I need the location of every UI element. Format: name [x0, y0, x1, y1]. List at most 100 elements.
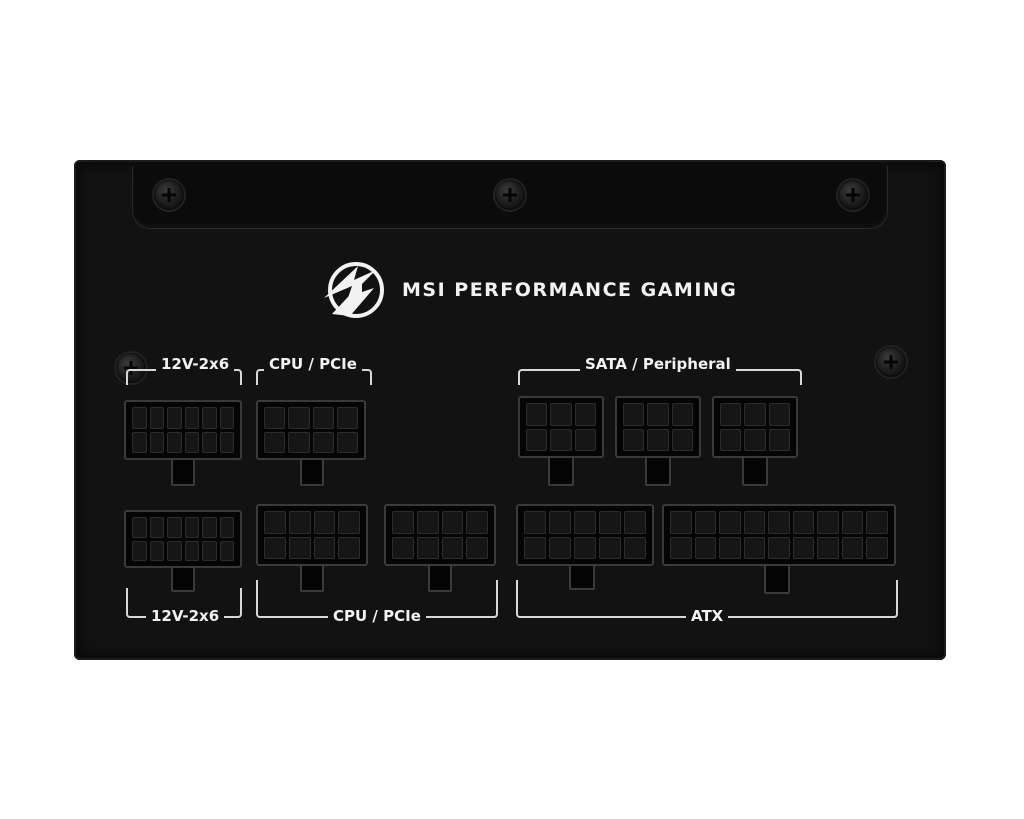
latch	[764, 564, 790, 594]
connector-pin	[288, 431, 310, 453]
connector-pin	[466, 511, 488, 534]
connector-pin	[338, 536, 360, 559]
connector-pin	[817, 536, 839, 559]
connector-pin	[744, 403, 766, 426]
connector-pin	[313, 536, 336, 559]
connector-pin	[132, 407, 147, 429]
connector-pin	[817, 511, 839, 534]
connector-pin	[526, 403, 548, 426]
connector-pin	[694, 536, 717, 559]
connector-pin	[866, 536, 888, 559]
connector-pin	[219, 407, 234, 429]
connector-pin	[288, 511, 311, 534]
latch	[300, 458, 324, 486]
label-sata-peripheral: SATA / Peripheral	[580, 355, 736, 373]
connector-pin	[743, 536, 766, 559]
connector-pin	[264, 407, 286, 429]
connector-pin	[719, 536, 741, 559]
connector-sata-1	[518, 396, 604, 458]
connector-pin	[336, 407, 358, 429]
connector-pin	[550, 403, 572, 426]
connector-pin	[841, 536, 864, 559]
connector-pin	[574, 403, 596, 426]
label-atx: ATX	[686, 607, 729, 625]
connector-pin	[841, 511, 864, 534]
connector-pin	[866, 511, 888, 534]
latch	[742, 456, 768, 486]
connector-pin	[792, 536, 815, 559]
connector-cpu-pcie-top	[256, 400, 366, 460]
connector-pin	[132, 431, 147, 453]
connector-pin	[768, 536, 790, 559]
connector-pin	[264, 536, 286, 559]
connector-pin	[647, 428, 669, 451]
connector-pin	[392, 536, 414, 559]
latch	[428, 564, 452, 592]
label-cpu-pcie-top: CPU / PCIe	[264, 355, 362, 373]
screw-icon	[116, 353, 146, 383]
connector-pin	[670, 536, 692, 559]
brand-logo: MSI PERFORMANCE GAMING	[318, 260, 737, 320]
connector-pin	[720, 403, 742, 426]
connector-pin	[202, 540, 217, 561]
connector-pin	[288, 536, 311, 559]
connector-pin	[167, 431, 182, 453]
connector-pin	[184, 540, 199, 561]
connector-pin	[441, 511, 464, 534]
latch	[171, 566, 195, 592]
latch	[569, 564, 595, 590]
connector-pin	[524, 511, 546, 534]
connector-pin	[416, 536, 439, 559]
connector-pin	[288, 407, 310, 429]
connector-cpu-pcie-bottom-2	[384, 504, 496, 566]
connector-pin	[574, 536, 596, 559]
connector-pin	[647, 403, 669, 426]
connector-pin	[719, 511, 741, 534]
brand-name: MSI PERFORMANCE GAMING	[402, 279, 738, 301]
label-12v-2x6-bottom: 12V-2x6	[146, 607, 225, 625]
connector-pin	[184, 431, 199, 453]
connector-12v-2x6-bottom	[124, 510, 242, 568]
connector-pin	[744, 428, 766, 451]
connector-pin	[524, 536, 546, 559]
connector-pin	[167, 407, 182, 429]
connector-pin	[264, 431, 286, 453]
connector-pin	[624, 536, 646, 559]
label-cpu-pcie-bottom: CPU / PCIe	[328, 607, 426, 625]
connector-pin	[313, 511, 336, 534]
connector-pin	[149, 431, 164, 453]
screw-icon	[876, 347, 906, 377]
connector-pin	[768, 403, 790, 426]
msi-dragon-emblem-icon	[324, 262, 384, 318]
connector-pin	[312, 407, 334, 429]
connector-pin	[219, 431, 234, 453]
connector-pin	[312, 431, 334, 453]
connector-pin	[623, 403, 645, 426]
connector-pin	[392, 511, 414, 534]
connector-pin	[720, 428, 742, 451]
connector-pin	[184, 407, 199, 429]
connector-cpu-pcie-bottom-1	[256, 504, 368, 566]
connector-pin	[550, 428, 572, 451]
connector-pin	[132, 517, 147, 538]
connector-pin	[202, 431, 217, 453]
connector-pin	[670, 511, 692, 534]
connector-pin	[149, 407, 164, 429]
connector-pin	[167, 517, 182, 538]
connector-pin	[219, 540, 234, 561]
connector-pin	[743, 511, 766, 534]
screw-icon	[495, 180, 525, 210]
connector-pin	[574, 511, 596, 534]
connector-pin	[792, 511, 815, 534]
connector-atx-18pin	[662, 504, 896, 566]
connector-pin	[624, 511, 646, 534]
psu-modular-panel: MSI PERFORMANCE GAMING 12V-2x6 CPU / PCI…	[74, 160, 946, 660]
connector-pin	[441, 536, 464, 559]
connector-pin	[599, 536, 621, 559]
connector-pin	[549, 536, 571, 559]
label-12v-2x6-top: 12V-2x6	[156, 355, 235, 373]
connector-pin	[671, 428, 693, 451]
connector-pin	[623, 428, 645, 451]
connector-atx-10pin	[516, 504, 654, 566]
connector-pin	[184, 517, 199, 538]
